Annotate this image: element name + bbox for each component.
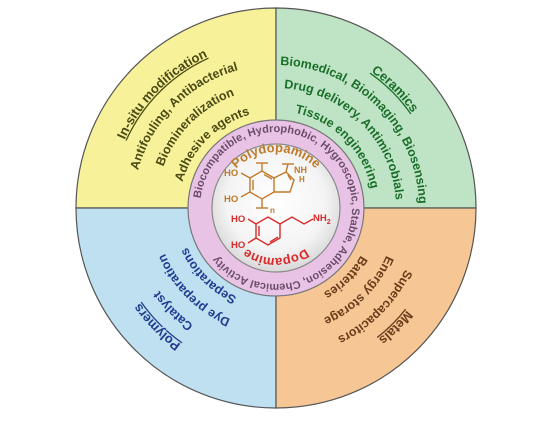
dopamine-structure bbox=[247, 216, 314, 246]
polydopamine-structure bbox=[240, 162, 295, 209]
pda-h: H bbox=[299, 175, 305, 184]
pda-ho-bottom: HO bbox=[224, 194, 238, 205]
pda-nh: NH bbox=[294, 165, 307, 175]
da-nh2-base: NH bbox=[313, 213, 327, 224]
da-nh2-subscript: 2 bbox=[327, 219, 331, 226]
da-ho-top: HO bbox=[231, 214, 245, 225]
pda-ho-top: HO bbox=[224, 168, 238, 179]
da-ho-bottom: HO bbox=[231, 240, 245, 251]
da-nh2: NH2 bbox=[313, 213, 331, 226]
pda-n-subscript: n bbox=[270, 206, 275, 215]
center-core bbox=[211, 143, 341, 273]
